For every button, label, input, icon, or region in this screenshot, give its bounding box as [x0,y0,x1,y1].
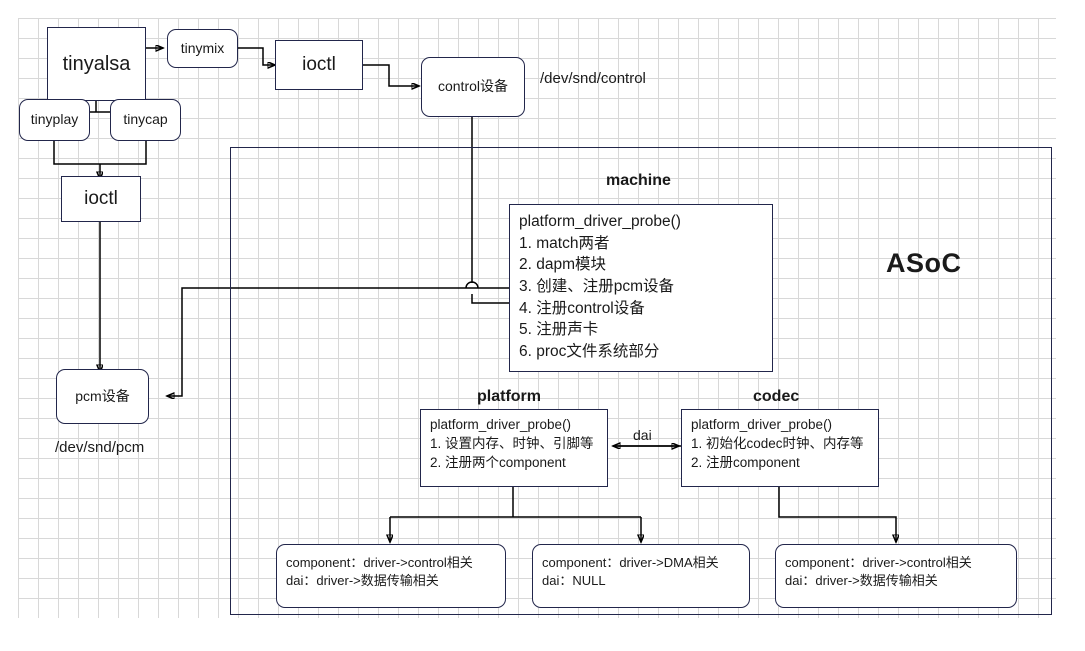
machine-line-5: 5. 注册声卡 [519,321,599,339]
label-dev-snd-control: /dev/snd/control [540,70,646,87]
asoc-label: ASoC [886,248,962,278]
machine-line-1: 1. match两者 [519,234,610,252]
node-tinyplay-label: tinyplay [30,111,79,128]
component-2-line-1: dai：driver->数据传输相关 [785,573,938,589]
component-1-line-1: dai：NULL [542,573,606,589]
group-title-codec-text: codec [753,388,800,405]
component-0-line-0: component：driver->control相关 [286,555,473,570]
component-0-line-1: dai：driver->数据传输相关 [286,573,439,589]
node-tinyplay[interactable]: tinyplay [19,99,90,141]
codec-box[interactable]: platform_driver_probe() 1. 初始化codec时钟、内存… [681,409,879,487]
codec-line-1: 1. 初始化codec时钟、内存等 [691,435,864,451]
asoc-container [230,147,1052,615]
node-pcm-device[interactable]: pcm设备 [56,369,149,424]
platform-box[interactable]: platform_driver_probe() 1. 设置内存、时钟、引脚等 2… [420,409,608,487]
group-title-codec: codec [753,388,799,406]
label-dev-snd-pcm: /dev/snd/pcm [55,439,144,456]
node-ioctl-bottom[interactable]: ioctl [61,176,141,222]
label-dai: dai [633,427,652,443]
machine-line-6: 6. proc文件系统部分 [519,343,660,361]
node-control-device[interactable]: control设备 [421,57,525,117]
label-dev-snd-control-text: /dev/snd/control [540,70,646,87]
group-title-machine-text: machine [606,172,671,189]
codec-line-2: 2. 注册component [691,454,800,470]
label-dai-text: dai [633,427,652,443]
machine-line-3: 3. 创建、注册pcm设备 [519,278,675,296]
node-tinymix-label: tinymix [180,39,225,56]
node-ioctl-top-label: ioctl [302,54,336,76]
node-tinycap-label: tinycap [123,111,168,128]
machine-box[interactable]: platform_driver_probe() 1. match两者 2. da… [509,204,773,372]
node-tinyalsa[interactable]: tinyalsa [47,27,146,101]
node-ioctl-bottom-label: ioctl [84,188,118,210]
node-tinyalsa-label: tinyalsa [62,52,131,75]
node-tinycap[interactable]: tinycap [110,99,181,141]
machine-line-2: 2. dapm模块 [519,256,607,274]
platform-line-1: 1. 设置内存、时钟、引脚等 [430,435,594,451]
codec-line-0: platform_driver_probe() [691,417,833,432]
label-dev-snd-pcm-text: /dev/snd/pcm [55,439,145,456]
group-title-platform: platform [477,388,541,406]
group-title-machine: machine [606,172,671,190]
component-box-1[interactable]: component：driver->DMA相关 dai：NULL [532,544,750,608]
node-tinymix[interactable]: tinymix [167,29,238,68]
node-pcm-device-label: pcm设备 [75,387,130,404]
component-box-0[interactable]: component：driver->control相关 dai：driver->… [276,544,506,608]
component-2-line-0: component：driver->control相关 [785,555,972,570]
component-1-line-0: component：driver->DMA相关 [542,555,719,570]
machine-line-4: 4. 注册control设备 [519,299,645,317]
platform-line-2: 2. 注册两个component [430,454,566,470]
group-title-platform-text: platform [477,388,541,405]
node-ioctl-top[interactable]: ioctl [275,40,363,90]
machine-line-0: platform_driver_probe() [519,213,681,230]
platform-line-0: platform_driver_probe() [430,417,572,432]
node-control-device-label: control设备 [437,78,509,95]
component-box-2[interactable]: component：driver->control相关 dai：driver->… [775,544,1017,608]
